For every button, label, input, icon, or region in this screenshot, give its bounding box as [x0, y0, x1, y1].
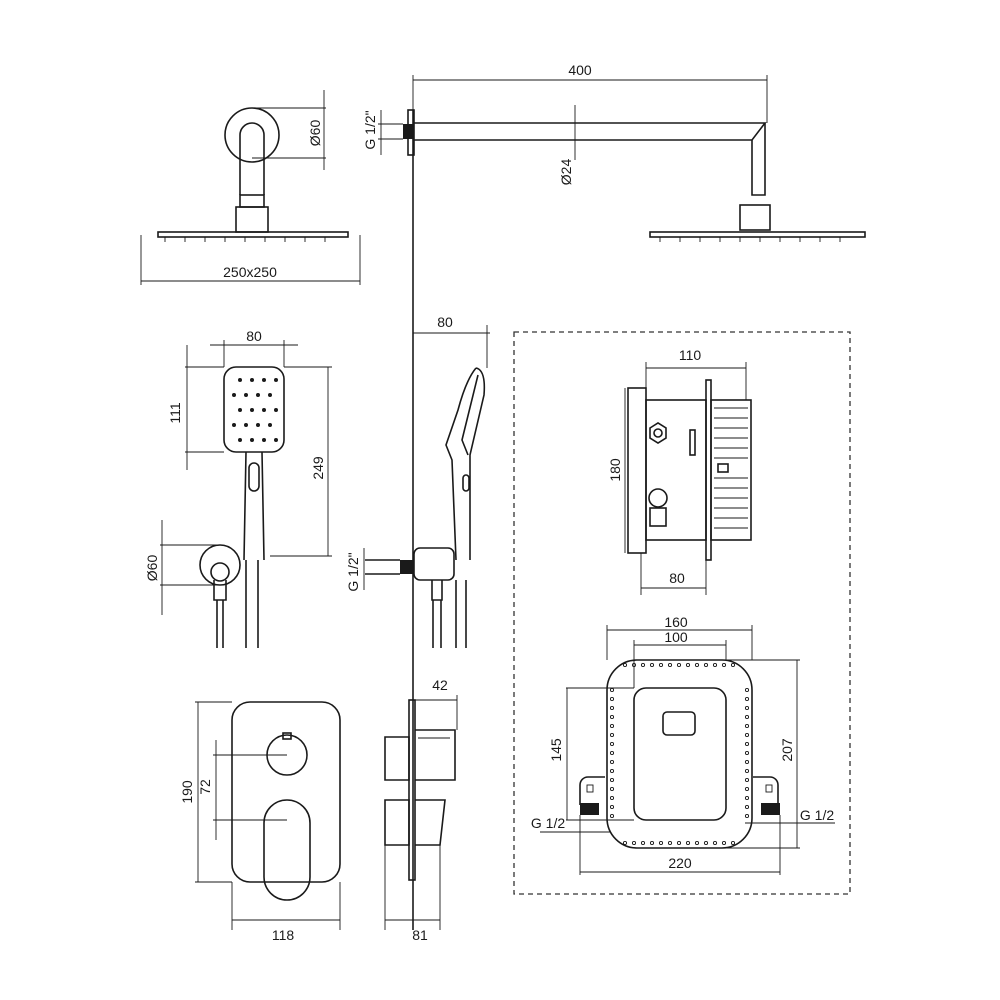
frame-hole — [609, 723, 615, 729]
frame-hole — [649, 662, 655, 668]
holder-thread-label: G 1/2" — [345, 552, 361, 591]
frame-hole — [744, 696, 750, 702]
frame-hole — [703, 840, 709, 846]
frame-hole — [622, 662, 628, 668]
hand-shower-side: 80 G 1/2" — [345, 314, 490, 648]
frame-hole — [658, 662, 664, 668]
handshower-depth-label: 80 — [437, 314, 453, 330]
arm-diameter-label: Ø24 — [558, 159, 574, 186]
frame-hole — [622, 840, 628, 846]
rain-arm-side: 400 G 1/2" Ø24 — [362, 62, 866, 242]
frame-hole — [609, 786, 615, 792]
plate-width-label: 118 — [272, 927, 295, 943]
frame-hole — [744, 804, 750, 810]
frame-hole — [609, 741, 615, 747]
frame-inner-height-label: 145 — [548, 738, 564, 762]
frame-hole — [730, 840, 736, 846]
arm-thread-label: G 1/2" — [362, 110, 378, 149]
frame-hole — [744, 705, 750, 711]
frame-hole — [721, 662, 727, 668]
frame-hole — [609, 705, 615, 711]
frame-hole — [744, 750, 750, 756]
inlet-left-label: G 1/2 — [531, 815, 565, 831]
handshower-width-label: 80 — [246, 328, 262, 344]
frame-hole — [609, 687, 615, 693]
box-depth-label: 80 — [669, 570, 685, 586]
mixer-depth-label: 42 — [432, 677, 448, 693]
frame-hole — [667, 840, 673, 846]
frame-hole — [640, 840, 646, 846]
frame-hole — [609, 750, 615, 756]
arm-length-label: 400 — [568, 62, 592, 78]
frame-hole — [676, 662, 682, 668]
frame-hole — [744, 687, 750, 693]
frame-hole — [744, 741, 750, 747]
mixer-plate-front: 190 72 118 — [179, 701, 341, 943]
frame-hole — [703, 662, 709, 668]
frame-hole — [609, 813, 615, 819]
handle-spacing-label: 72 — [197, 779, 213, 795]
mixer-side: 42 81 — [384, 677, 458, 943]
inlet-right-label: G 1/2 — [800, 807, 834, 823]
frame-hole — [609, 804, 615, 810]
concealed-box-frame — [513, 331, 851, 895]
frame-hole — [649, 840, 655, 846]
concealed-box-side: 110 180 80 — [607, 347, 752, 595]
frame-hole — [744, 777, 750, 783]
frame-hole — [712, 840, 718, 846]
frame-hole — [609, 795, 615, 801]
hand-shower-front: 80 111 249 Ø60 — [144, 328, 332, 648]
frame-hole — [685, 662, 691, 668]
mixer-total-depth-label: 81 — [412, 927, 428, 943]
frame-total-width-label: 220 — [668, 855, 692, 871]
frame-hole — [744, 759, 750, 765]
rain-head-front: 250x250 Ø60 — [140, 90, 361, 285]
frame-hole — [694, 662, 700, 668]
head-size-label: 250x250 — [223, 264, 277, 280]
frame-height-label: 207 — [779, 738, 795, 762]
frame-hole — [609, 696, 615, 702]
box-width-label: 110 — [679, 347, 702, 363]
frame-inner-width-label: 100 — [664, 629, 688, 645]
frame-width-label: 160 — [664, 614, 688, 630]
frame-hole — [685, 840, 691, 846]
handshower-head-height-label: 111 — [167, 402, 183, 423]
holder-diameter-label: Ø60 — [144, 555, 160, 582]
plate-height-label: 190 — [179, 780, 195, 804]
frame-hole — [609, 759, 615, 765]
frame-hole — [609, 714, 615, 720]
frame-hole — [744, 786, 750, 792]
concealed-frame-front: 160 100 145 207 G 1/2 G 1/2 220 — [531, 614, 835, 875]
frame-hole — [712, 662, 718, 668]
frame-hole — [609, 777, 615, 783]
frame-hole — [721, 840, 727, 846]
frame-hole — [744, 795, 750, 801]
frame-hole — [744, 768, 750, 774]
frame-hole — [730, 662, 736, 668]
frame-hole — [667, 662, 673, 668]
frame-hole — [744, 732, 750, 738]
box-height-label: 180 — [607, 458, 623, 482]
frame-hole — [744, 714, 750, 720]
handshower-length-label: 249 — [310, 456, 326, 480]
frame-hole — [694, 840, 700, 846]
frame-hole — [609, 732, 615, 738]
frame-hole — [744, 813, 750, 819]
frame-hole — [609, 768, 615, 774]
frame-hole — [640, 662, 646, 668]
frame-hole — [631, 840, 637, 846]
frame-hole — [744, 723, 750, 729]
frame-hole — [658, 840, 664, 846]
frame-hole — [676, 840, 682, 846]
rosette-diameter-label: Ø60 — [307, 120, 323, 147]
